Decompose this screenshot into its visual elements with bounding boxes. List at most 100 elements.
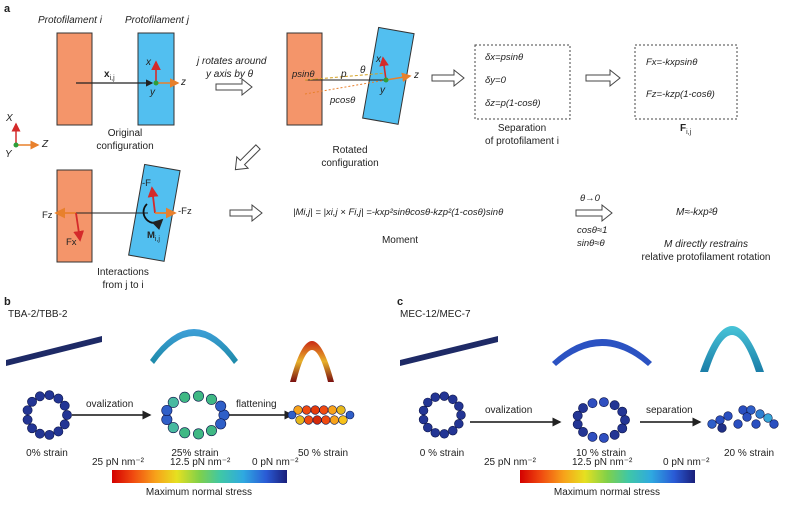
bead bbox=[609, 400, 620, 411]
bead bbox=[167, 396, 179, 408]
psin-label: psinθ bbox=[292, 69, 315, 80]
bead bbox=[327, 405, 338, 415]
rotated-caption-2: configuration bbox=[321, 158, 379, 169]
bead bbox=[321, 415, 331, 425]
bead bbox=[179, 427, 191, 439]
interaction-fz-label: Fz bbox=[42, 210, 53, 221]
bead bbox=[763, 413, 773, 423]
xij-label: xi,j bbox=[104, 69, 115, 83]
bead bbox=[448, 425, 458, 436]
panel-a-label: a bbox=[4, 3, 11, 15]
bead bbox=[62, 410, 72, 420]
colorbar-b bbox=[112, 470, 287, 483]
limit-label: θ→0 bbox=[580, 193, 600, 204]
original-caption-1: Original bbox=[107, 128, 143, 139]
bead bbox=[44, 429, 55, 440]
neg-f-arrow bbox=[147, 186, 159, 214]
straight-rod-c bbox=[400, 336, 498, 366]
rotated-y-label: y bbox=[380, 85, 385, 96]
bead bbox=[205, 393, 217, 405]
panel-b-strain-1: 25% strain bbox=[171, 448, 219, 459]
separation-dz: δz=p(1-cosθ) bbox=[485, 98, 541, 109]
ovalized-rod-b bbox=[150, 329, 238, 364]
bead bbox=[617, 423, 628, 434]
bead bbox=[59, 419, 70, 430]
moment-caption: Moment bbox=[381, 235, 419, 246]
interactions-caption-2: from j to i bbox=[102, 280, 144, 291]
separated-rod-c bbox=[700, 326, 764, 372]
cross-section bbox=[572, 397, 630, 443]
bead bbox=[59, 400, 70, 411]
bead bbox=[192, 390, 204, 402]
cross-section bbox=[707, 405, 779, 433]
bead bbox=[430, 428, 440, 438]
global-z-label: Z bbox=[42, 139, 49, 150]
interaction-m-label: Mi,j bbox=[147, 230, 160, 243]
bead bbox=[755, 409, 765, 419]
panel-c-graphics bbox=[400, 326, 779, 483]
bead bbox=[439, 391, 449, 401]
panel-b-graphics bbox=[6, 329, 355, 483]
bead bbox=[742, 412, 752, 422]
block-arrow-rotate bbox=[215, 77, 253, 97]
colorbar-c bbox=[520, 470, 695, 483]
bead bbox=[27, 396, 37, 407]
panel-b-step1: ovalization bbox=[86, 399, 134, 410]
cos-approx: cosθ≈1 bbox=[577, 225, 608, 236]
bead bbox=[329, 415, 340, 425]
bead bbox=[304, 415, 314, 425]
fx-arrow bbox=[73, 212, 85, 242]
cross-section bbox=[22, 390, 72, 440]
panel-c-strain-0: 0 % strain bbox=[419, 448, 465, 459]
bead bbox=[302, 405, 312, 415]
bead bbox=[27, 423, 37, 434]
bead bbox=[715, 415, 725, 425]
bead bbox=[295, 415, 305, 425]
rotate-label-2: y axis by θ bbox=[206, 69, 254, 80]
panel-c-label: c bbox=[397, 296, 404, 308]
panel-c-strain-2: 20 % strain bbox=[723, 448, 775, 459]
bead bbox=[345, 410, 355, 420]
local-y-dot bbox=[153, 80, 159, 86]
rotated-z-label: z bbox=[414, 70, 419, 81]
force-fz: Fz=-kzp(1-cosθ) bbox=[646, 89, 715, 100]
bead bbox=[717, 423, 727, 433]
bead bbox=[423, 422, 433, 433]
panel-b-label: b bbox=[4, 296, 11, 308]
protofilament-i-label: Protofilament i bbox=[38, 15, 102, 26]
ovalized-rod-c bbox=[552, 339, 652, 366]
panel-c-strain-1: 10 % strain bbox=[575, 448, 627, 459]
bead bbox=[35, 391, 45, 402]
bead bbox=[751, 419, 761, 429]
rotated-caption-1: Rotated bbox=[332, 145, 368, 156]
interaction-neg-fz-label: -Fz bbox=[178, 206, 192, 217]
separation-box bbox=[474, 44, 571, 120]
bead bbox=[454, 401, 464, 411]
rotated-x-label: x bbox=[376, 54, 381, 65]
bead bbox=[319, 405, 329, 415]
bead bbox=[215, 400, 227, 412]
bead bbox=[35, 428, 45, 439]
bead bbox=[430, 392, 440, 402]
local-y-label: y bbox=[150, 87, 155, 98]
panel-c-scale-lo: 0 pN nm⁻² bbox=[663, 457, 710, 468]
block-arrow-diagonal bbox=[234, 144, 261, 171]
bead bbox=[336, 405, 346, 415]
bead bbox=[620, 415, 630, 425]
moment-arc bbox=[142, 203, 164, 231]
force-fx: Fx=-kxpsinθ bbox=[646, 57, 698, 68]
bead bbox=[53, 393, 64, 404]
m-result: M≈-kxp²θ bbox=[676, 207, 718, 218]
panel-b-strain-0: 0% strain bbox=[26, 448, 68, 459]
block-arrow-force bbox=[585, 68, 621, 88]
bead bbox=[572, 410, 583, 421]
bead bbox=[578, 427, 588, 437]
cross-section bbox=[287, 405, 355, 425]
bead bbox=[312, 415, 322, 425]
bead bbox=[215, 418, 227, 430]
bead bbox=[598, 397, 609, 408]
bead bbox=[179, 391, 191, 403]
m-note-1: M directly restrains bbox=[664, 239, 748, 250]
panel-c-colorbar-caption: Maximum normal stress bbox=[553, 487, 661, 498]
bead bbox=[44, 390, 55, 401]
